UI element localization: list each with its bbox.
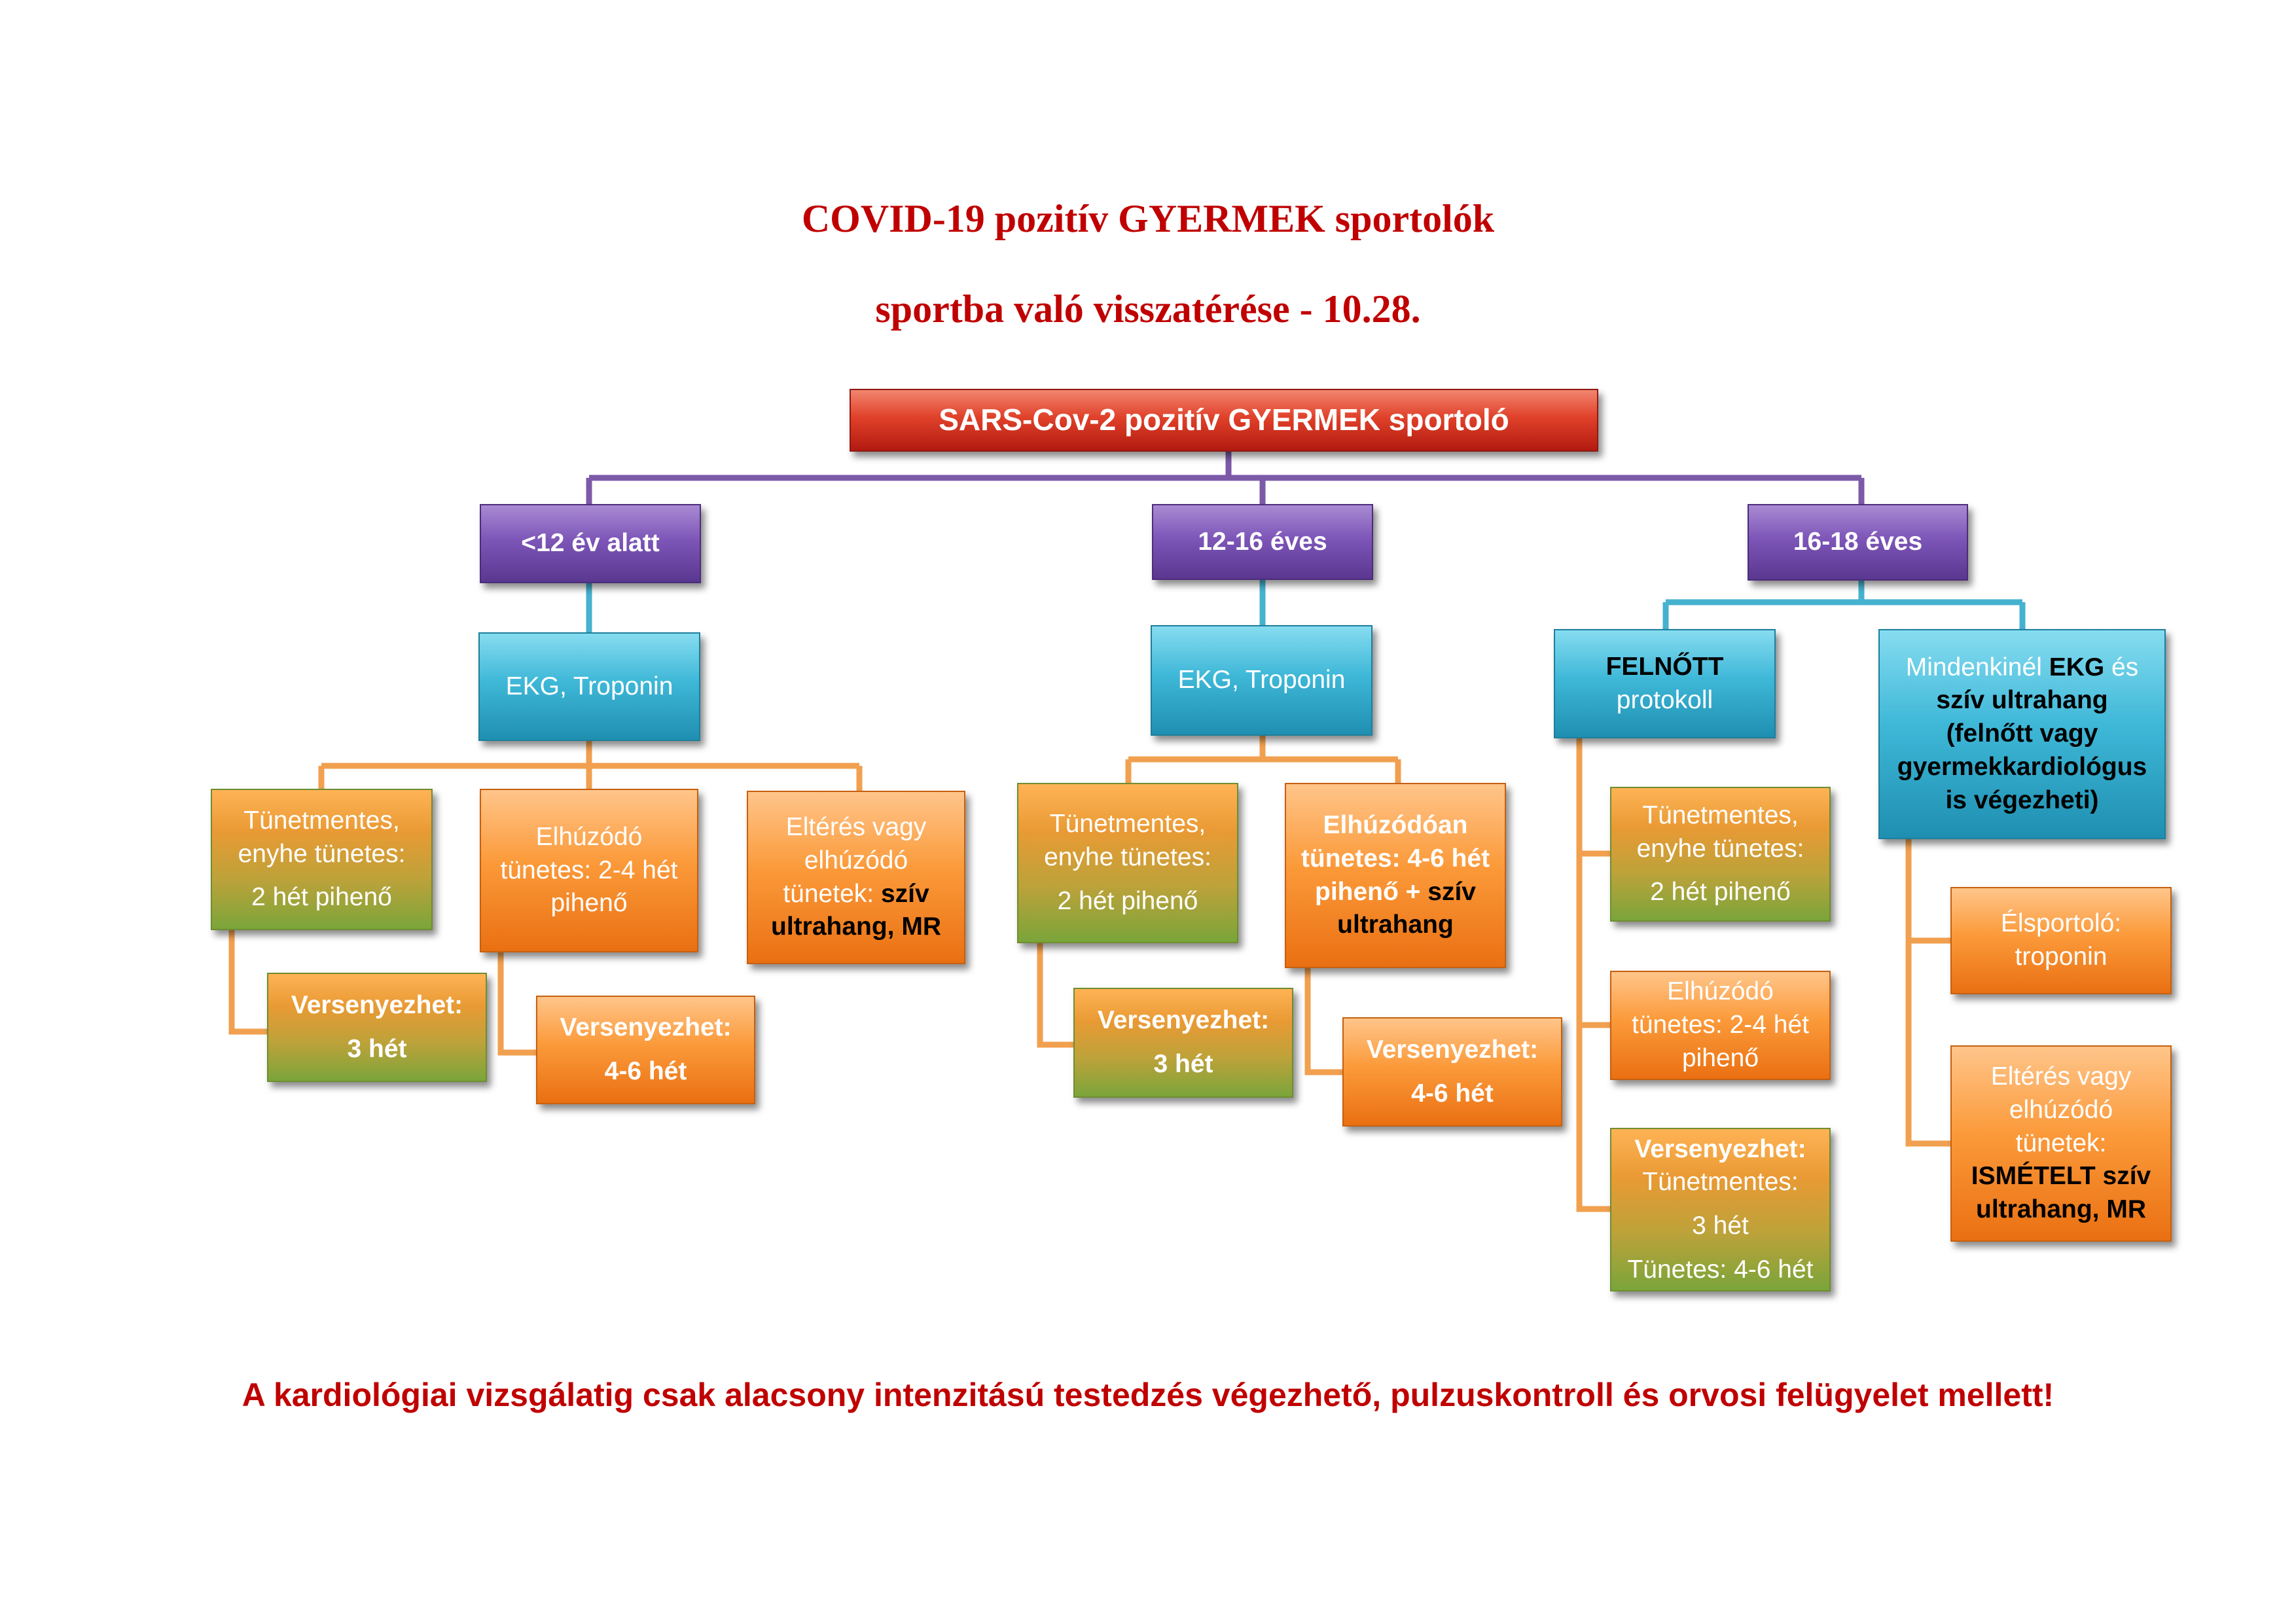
everyone-ekg-l4: gyermekkardiológus <box>1897 752 2147 781</box>
elite-athlete-l2: troponin <box>2015 943 2108 971</box>
under-12-test-box: EKG, Troponin <box>478 632 700 741</box>
under-12-prolonged-l2: tünetes: 2-4 hét <box>500 856 678 884</box>
age-16-18-abnormal-l3: tünetek: <box>2015 1128 2107 1157</box>
age-16-18-abnormal-l2: elhúzódó <box>2009 1095 2113 1124</box>
age-12-16-mild-l2: enyhe tünetes: <box>1044 843 1211 872</box>
adult-protocol-l1: FELNŐTT <box>1605 652 1724 681</box>
age-16-18-abnormal-l4: ISMÉTELT szív <box>1971 1162 2151 1191</box>
age-group-16-18: 16-18 éves <box>1748 504 1968 581</box>
age-12-16-test-label: EKG, Troponin <box>1177 666 1346 695</box>
under-12-abnormal-l3a: tünetek: <box>783 879 881 908</box>
under-12-mild-l1: Tünetmentes, <box>243 806 400 835</box>
adult-protocol-l2: protokoll <box>1616 685 1713 714</box>
everyone-ekg-l1a: Mindenkinél <box>1905 653 2049 681</box>
age-group-12-16: 12-16 éves <box>1152 504 1373 580</box>
age-12-16-prolonged-l1: Elhúzódóan <box>1323 811 1468 840</box>
age-12-16-prolonged-l4: ultrahang <box>1337 911 1454 939</box>
adult-compete-l3: 3 hét <box>1692 1212 1749 1240</box>
age-12-16-prolonged-l2: tünetes: 4-6 hét <box>1300 844 1490 873</box>
age-12-16-mild-l3: 2 hét pihenő <box>1057 886 1198 915</box>
orange-connectors <box>228 736 1950 1212</box>
age-12-16-mild-compete-box: Versenyezhet: 3 hét <box>1073 988 1293 1098</box>
under-12-abnormal-l2: elhúzódó <box>804 846 908 875</box>
everyone-ekg-l1: Mindenkinél EKG és <box>1906 651 2139 685</box>
adult-mild-l2: enyhe tünetes: <box>1636 834 1804 863</box>
title-line-1: COVID-19 pozitív GYERMEK sportolók <box>801 197 1495 240</box>
adult-mild-l3: 2 hét pihenő <box>1650 878 1791 907</box>
everyone-ekg-l2: szív ultrahang <box>1936 686 2108 715</box>
adult-protocol-box: FELNŐTT protokoll <box>1554 629 1776 738</box>
age-12-16-prolonged-compete-l1: Versenyezhet: <box>1366 1035 1539 1064</box>
everyone-ekg-l1c: és <box>2104 653 2139 681</box>
under-12-mild-compete-box: Versenyezhet: 3 hét <box>267 973 487 1082</box>
under-12-mild-l3: 2 hét pihenő <box>251 883 392 912</box>
under-12-mild-l2: enyhe tünetes: <box>238 839 406 868</box>
age-12-16-prolonged-compete-box: Versenyezhet: 4-6 hét <box>1342 1017 1562 1127</box>
under-12-prolonged-box: Elhúzódó tünetes: 2-4 hét pihenő <box>480 789 698 952</box>
root-label: SARS-Cov-2 pozitív GYERMEK sportoló <box>939 403 1509 437</box>
adult-mild-box: Tünetmentes, enyhe tünetes: 2 hét pihenő <box>1610 787 1831 922</box>
age-12-16-prolonged-l3: pihenő + szív <box>1315 876 1476 909</box>
age-12-16-prolonged-l3b: + <box>1398 877 1428 906</box>
root-box: SARS-Cov-2 pozitív GYERMEK sportoló <box>850 389 1598 452</box>
adult-prolonged-l3: pihenő <box>1681 1043 1759 1072</box>
age-group-12-16-label: 12-16 éves <box>1198 527 1327 556</box>
under-12-prolonged-l3: pihenő <box>550 889 628 918</box>
title-line-2: sportba való visszatérése - 10.28. <box>875 287 1421 331</box>
everyone-ekg-l1b: EKG <box>2049 653 2105 681</box>
age-16-18-abnormal-box: Eltérés vagy elhúzódó tünetek: ISMÉTELT … <box>1950 1045 2172 1242</box>
age-16-18-abnormal-l1: Eltérés vagy <box>1990 1062 2132 1091</box>
under-12-abnormal-l1: Eltérés vagy <box>785 813 927 842</box>
adult-prolonged-l1: Elhúzódó <box>1667 977 1774 1006</box>
adult-compete-l2: Tünetmentes: <box>1642 1168 1799 1197</box>
under-12-abnormal-l3: tünetek: szív <box>783 878 929 911</box>
under-12-mild-compete-l2: 3 hét <box>347 1034 407 1063</box>
under-12-mild-box: Tünetmentes, enyhe tünetes: 2 hét pihenő <box>211 789 433 930</box>
adult-mild-l1: Tünetmentes, <box>1642 801 1799 829</box>
age-16-18-abnormal-l5: ultrahang, MR <box>1976 1195 2146 1224</box>
age-12-16-prolonged-l3c: szív <box>1427 877 1476 906</box>
under-12-abnormal-l3b: szív <box>880 879 929 908</box>
everyone-ekg-box: Mindenkinél EKG és szív ultrahang (felnő… <box>1878 629 2166 839</box>
age-12-16-test-box: EKG, Troponin <box>1151 625 1372 736</box>
under-12-prolonged-l1: Elhúzódó <box>535 822 643 851</box>
under-12-abnormal-l4: ultrahang, MR <box>771 912 941 941</box>
everyone-ekg-l3: (felnőtt vagy <box>1946 719 2098 748</box>
adult-prolonged-l2: tünetes: 2-4 hét <box>1631 1011 1810 1039</box>
adult-prolonged-box: Elhúzódó tünetes: 2-4 hét pihenő <box>1610 971 1831 1080</box>
age-12-16-mild-compete-l1: Versenyezhet: <box>1097 1006 1270 1035</box>
footer-warning: A kardiológiai vizsgálatig csak alacsony… <box>242 1377 2054 1413</box>
under-12-mild-compete-l1: Versenyezhet: <box>291 990 463 1019</box>
age-group-16-18-label: 16-18 éves <box>1793 528 1923 556</box>
adult-compete-l4: Tünetes: 4-6 hét <box>1627 1255 1814 1284</box>
under-12-test-label: EKG, Troponin <box>505 672 673 700</box>
adult-compete-box: Versenyezhet: Tünetmentes: 3 hét Tünetes… <box>1610 1128 1831 1291</box>
age-12-16-prolonged-compete-l2: 4-6 hét <box>1411 1079 1494 1108</box>
age-group-under-12: <12 év alatt <box>480 504 701 583</box>
adult-compete-l1: Versenyezhet: <box>1634 1134 1806 1163</box>
age-12-16-mild-l1: Tünetmentes, <box>1049 810 1206 839</box>
elite-athlete-box: Élsportoló: troponin <box>1950 887 2172 994</box>
under-12-abnormal-box: Eltérés vagy elhúzódó tünetek: szív ultr… <box>747 791 965 964</box>
age-12-16-mild-compete-l2: 3 hét <box>1153 1050 1213 1078</box>
age-12-16-prolonged-box: Elhúzódóan tünetes: 4-6 hét pihenő + szí… <box>1285 783 1506 968</box>
age-12-16-mild-box: Tünetmentes, enyhe tünetes: 2 hét pihenő <box>1017 783 1238 943</box>
blue-connectors <box>586 580 2026 632</box>
elite-athlete-l1: Élsportoló: <box>2000 909 2122 938</box>
under-12-prolonged-compete-l2: 4-6 hét <box>604 1057 687 1085</box>
under-12-prolonged-compete-box: Versenyezhet: 4-6 hét <box>536 996 755 1104</box>
purple-connectors <box>586 452 1865 504</box>
age-group-under-12-label: <12 év alatt <box>521 529 660 558</box>
age-12-16-prolonged-l3a: pihenő <box>1315 877 1399 906</box>
everyone-ekg-l5: is végezheti) <box>1945 785 2099 814</box>
under-12-prolonged-compete-l1: Versenyezhet: <box>560 1013 732 1042</box>
